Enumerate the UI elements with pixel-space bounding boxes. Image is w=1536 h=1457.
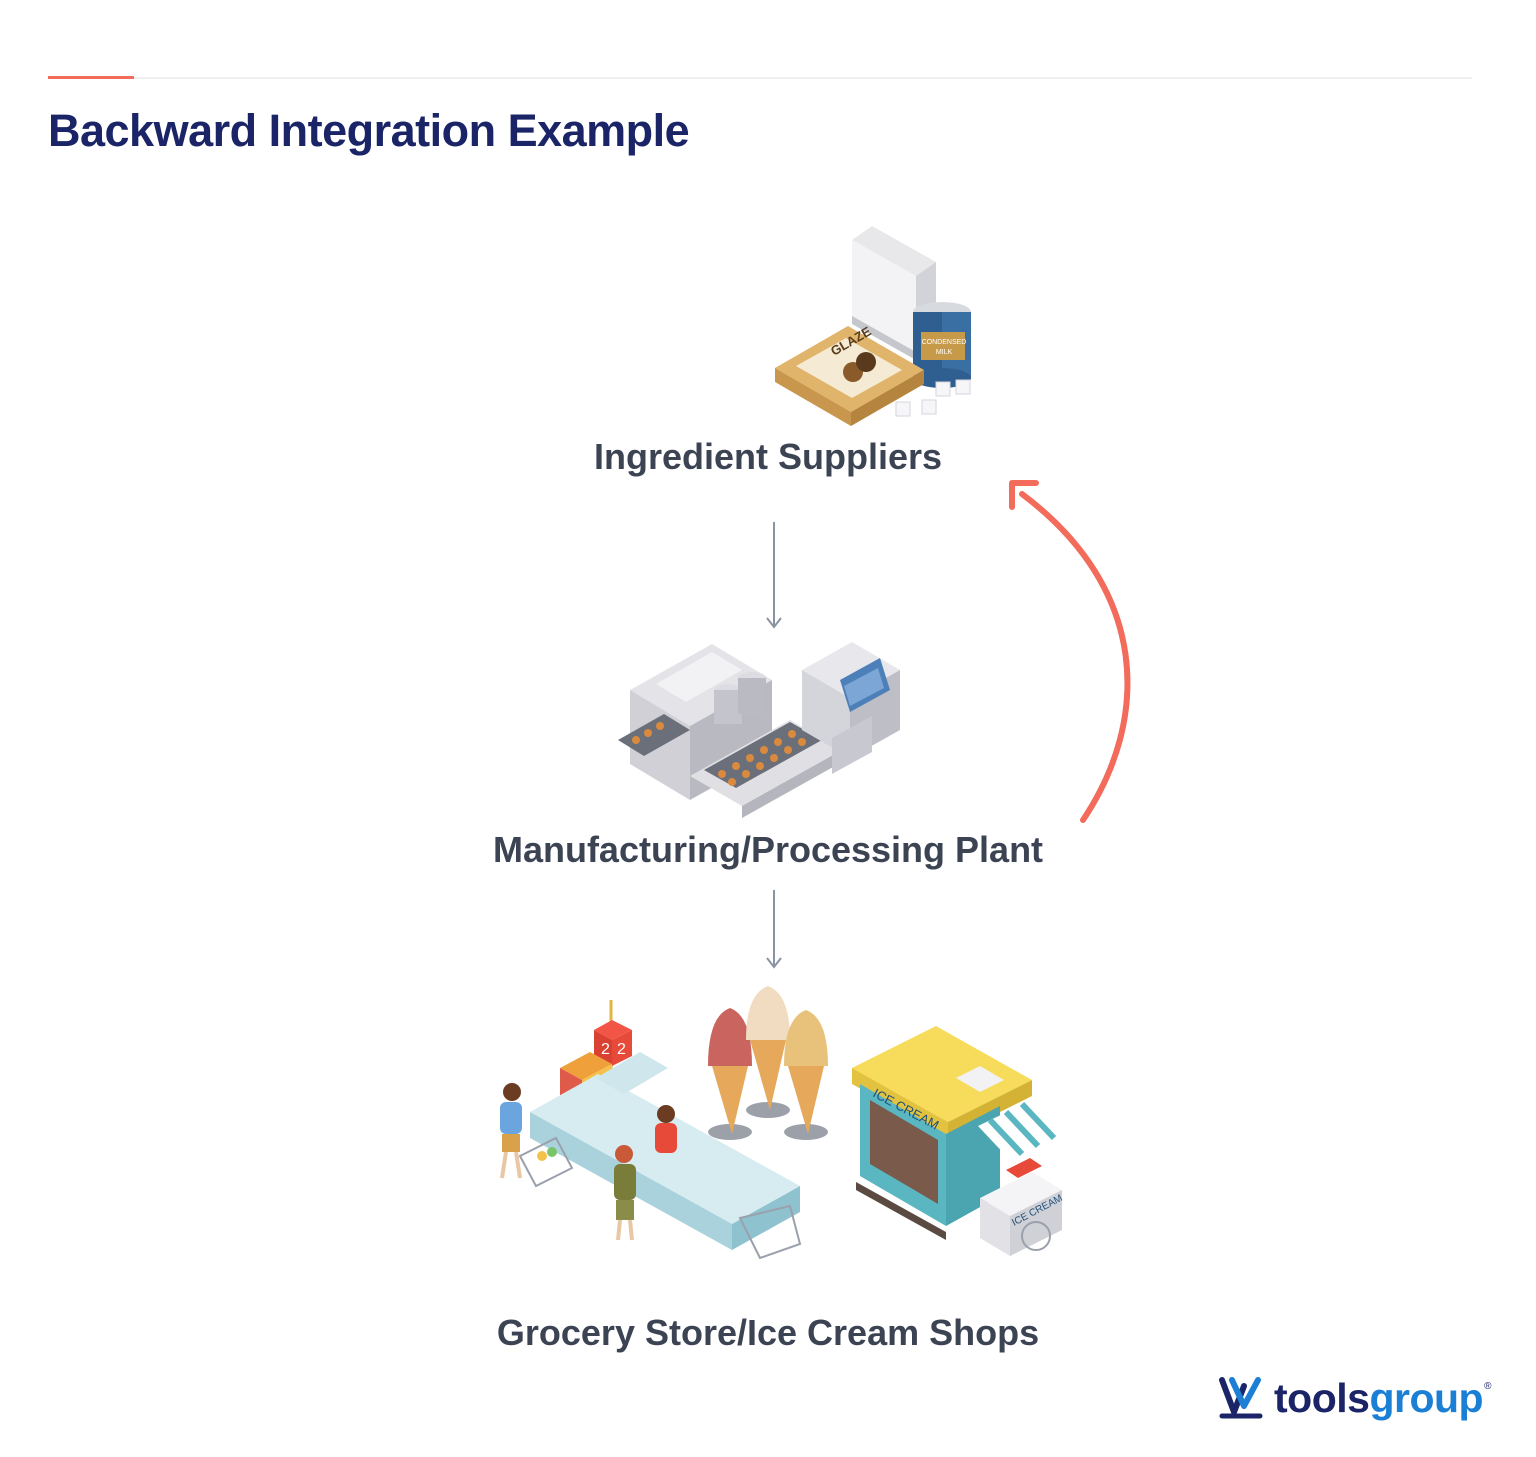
can-label-line2: MILK: [936, 349, 953, 356]
price-digit-1: 2: [601, 1041, 610, 1058]
header-rule: [48, 77, 1472, 79]
can-label-line1: CONDENSED: [922, 339, 967, 346]
backward-integration-arrow: [1009, 480, 1131, 823]
ingredients-illustration: CONDENSED MILK GLAZE: [775, 226, 971, 426]
stage-label-ingredient-suppliers: Ingredient Suppliers: [593, 436, 943, 477]
ice-cream-cones: [708, 986, 828, 1140]
down-arrow-2: [766, 890, 782, 969]
logo-registered-mark: ®: [1484, 1380, 1492, 1392]
toolsgroup-logo-icon: [1219, 1377, 1263, 1419]
stage-label-manufacturing-plant: Manufacturing/Processing Plant: [492, 829, 1044, 870]
stage-label-grocery-store: Grocery Store/Ice Cream Shops: [496, 1312, 1040, 1353]
logo-text-tools: tools: [1274, 1374, 1370, 1421]
page-title: Backward Integration Example: [48, 105, 690, 156]
logo-wordmark: toolsgroup: [1274, 1374, 1484, 1422]
retail-illustration: 2 2: [500, 986, 1068, 1260]
down-arrow-1: [766, 522, 782, 629]
toolsgroup-logo: toolsgroup ®: [1218, 1374, 1491, 1422]
logo-text-group: group: [1369, 1374, 1484, 1421]
ice-cream-shop: ICE CREAM ICE CREAM: [852, 1026, 1068, 1256]
price-digit-2: 2: [617, 1041, 626, 1058]
header-accent-bar: [48, 76, 134, 79]
factory-illustration: [618, 642, 900, 818]
